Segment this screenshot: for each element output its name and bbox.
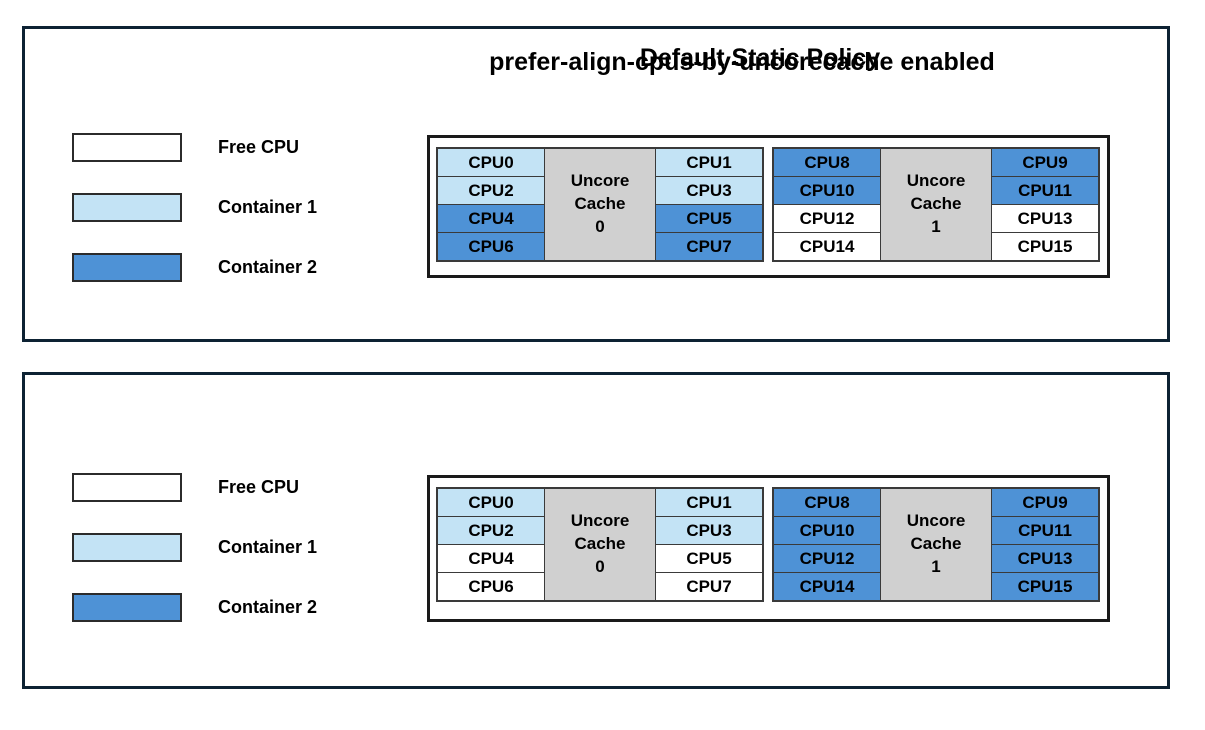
page-title-panel-2: prefer-align-cpus-by-uncorecache enabled	[489, 48, 995, 76]
cpu-cell-cpu0: CPU0	[437, 148, 545, 177]
cpu-cell-cpu11: CPU11	[991, 176, 1099, 205]
legend-label: Container 2	[218, 257, 318, 277]
legend-swatch-c2	[72, 593, 182, 622]
cpu-cell-cpu12: CPU12	[773, 544, 881, 573]
uncore-cache-label-line2: Cache	[574, 194, 626, 214]
cpu-cell-cpu10: CPU10	[773, 176, 881, 205]
cpu-cell-cpu6: CPU6	[437, 232, 545, 261]
cpu-cell-cpu9: CPU9	[991, 488, 1099, 517]
legend-swatch-c1	[72, 533, 182, 562]
uncore-cache-label-line2: Cache	[910, 194, 962, 214]
cpu-cell-cpu10: CPU10	[773, 516, 881, 545]
uncore-cache-label-line2: Cache	[910, 534, 962, 554]
uncore-cache-label-line1: Uncore	[906, 171, 966, 191]
legend-swatch-c1	[72, 193, 182, 222]
cpu-cell-cpu0: CPU0	[437, 488, 545, 517]
legend-swatch-free	[72, 133, 182, 162]
legend-swatch-free	[72, 473, 182, 502]
cpu-cell-cpu6: CPU6	[437, 572, 545, 601]
cpu-cell-cpu8: CPU8	[773, 148, 881, 177]
cpu-cell-cpu2: CPU2	[437, 176, 545, 205]
cpu-cell-cpu12: CPU12	[773, 204, 881, 233]
cpu-cell-cpu5: CPU5	[655, 544, 763, 573]
legend-item: Container 1	[72, 193, 402, 222]
legend-label: Container 1	[218, 537, 318, 557]
cpu-cell-cpu14: CPU14	[773, 232, 881, 261]
cpu-cell-cpu9: CPU9	[991, 148, 1099, 177]
legend-swatch-c2	[72, 253, 182, 282]
cpu-cell-cpu13: CPU13	[991, 544, 1099, 573]
uncore-cache-label-line2: Cache	[574, 534, 626, 554]
legend-item: Free CPU	[72, 473, 402, 502]
cpu-cell-cpu3: CPU3	[655, 176, 763, 205]
cpu-cell-cpu11: CPU11	[991, 516, 1099, 545]
uncore-cache-label-line1: Uncore	[570, 511, 630, 531]
legend-item: Container 2	[72, 253, 402, 282]
uncore-cache-label-line3: 0	[595, 556, 605, 576]
legend-item: Container 2	[72, 593, 402, 622]
legend-panel-2: Free CPU Container 1 Container 2	[72, 473, 402, 622]
cpu-cell-cpu15: CPU15	[991, 232, 1099, 261]
uncore-cache-label-line1: Uncore	[906, 511, 966, 531]
uncore-cache-label-line1: Uncore	[570, 171, 630, 191]
legend-panel-1: Free CPU Container 1 Container 2	[72, 133, 402, 282]
cpu-cell-cpu4: CPU4	[437, 544, 545, 573]
legend-label: Container 2	[218, 597, 318, 617]
cpu-cell-cpu4: CPU4	[437, 204, 545, 233]
page-title-panel-1: Default Static Policy	[639, 44, 881, 72]
legend-item: Free CPU	[72, 133, 402, 162]
cpu-cell-cpu8: CPU8	[773, 488, 881, 517]
legend-item: Container 1	[72, 533, 402, 562]
legend-label: Free CPU	[218, 477, 300, 497]
cpu-cell-cpu2: CPU2	[437, 516, 545, 545]
uncore-cache-label-line3: 1	[931, 556, 941, 576]
cpu-cell-cpu1: CPU1	[655, 148, 763, 177]
cpu-cell-cpu5: CPU5	[655, 204, 763, 233]
cpu-cell-cpu13: CPU13	[991, 204, 1099, 233]
cpu-cell-cpu14: CPU14	[773, 572, 881, 601]
uncore-cache-label-line3: 1	[931, 216, 941, 236]
legend-label: Free CPU	[218, 137, 300, 157]
uncore-cache-label-line3: 0	[595, 216, 605, 236]
cpu-cell-cpu3: CPU3	[655, 516, 763, 545]
legend-label: Container 1	[218, 197, 318, 217]
cpu-cell-cpu1: CPU1	[655, 488, 763, 517]
cpu-cell-cpu7: CPU7	[655, 232, 763, 261]
cpu-cell-cpu15: CPU15	[991, 572, 1099, 601]
cpu-cell-cpu7: CPU7	[655, 572, 763, 601]
